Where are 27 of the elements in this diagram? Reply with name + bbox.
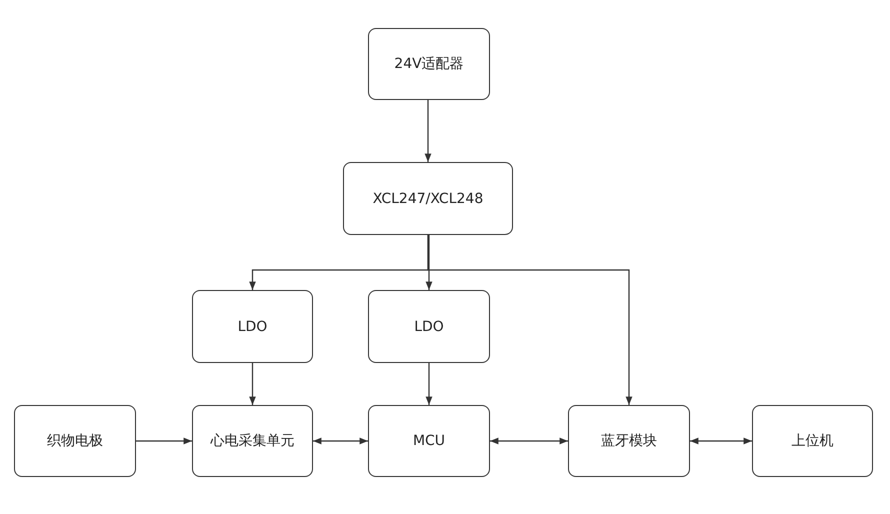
arrow <box>424 100 432 162</box>
box-label: 心电采集单元 <box>210 432 294 450</box>
arrow <box>249 363 256 405</box>
process-box <box>752 405 873 477</box>
box-label: 24V适配器 <box>394 55 464 73</box>
arrow <box>690 438 752 444</box>
box-label: 织物电极 <box>47 432 103 450</box>
process-box <box>568 405 690 477</box>
process-box <box>192 405 313 477</box>
arrow <box>313 438 368 444</box>
process-box <box>343 162 513 235</box>
box-label: 上位机 <box>792 432 834 450</box>
process-box <box>368 405 490 477</box>
box-label: LDO <box>414 318 444 334</box>
process-box <box>368 28 490 100</box>
box-label: MCU <box>412 433 446 449</box>
arrow <box>426 235 432 290</box>
box-label: XCL247/XCL248 <box>372 190 484 206</box>
box-label: LDO <box>238 318 268 334</box>
process-box <box>14 405 136 477</box>
arrow <box>426 363 432 405</box>
process-box <box>192 290 313 363</box>
arrow <box>490 438 568 444</box>
process-box <box>368 290 490 363</box>
arrow <box>427 235 632 405</box>
arrow <box>136 438 192 444</box>
box-label: 蓝牙模块 <box>601 432 657 450</box>
